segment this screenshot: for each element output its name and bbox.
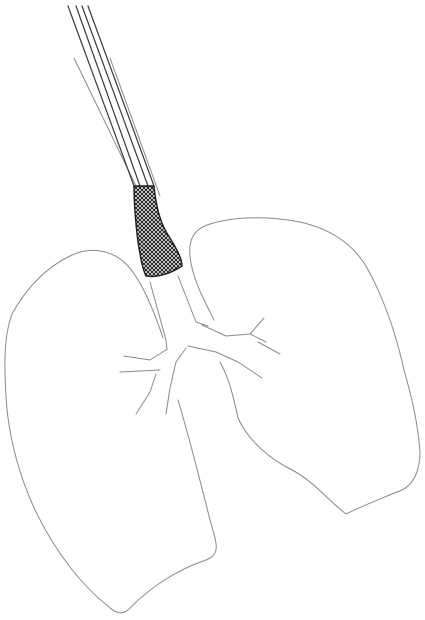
trachea-left-wall bbox=[150, 282, 167, 350]
left-lung bbox=[5, 250, 216, 612]
right-bronchus-upper bbox=[202, 318, 264, 336]
tube-guide-outer-right bbox=[110, 58, 160, 196]
left-bronchus-lower bbox=[166, 348, 186, 414]
right-bronchus-branch bbox=[250, 334, 280, 354]
trachea-right-wall bbox=[178, 276, 208, 326]
right-lung bbox=[190, 218, 420, 514]
tube-wall-left-inner bbox=[76, 6, 140, 186]
mesh-cuff bbox=[134, 186, 182, 277]
left-bronchus-branch bbox=[120, 370, 160, 414]
tube-wall-right-outer bbox=[88, 6, 154, 186]
left-bronchus-upper bbox=[124, 350, 166, 360]
